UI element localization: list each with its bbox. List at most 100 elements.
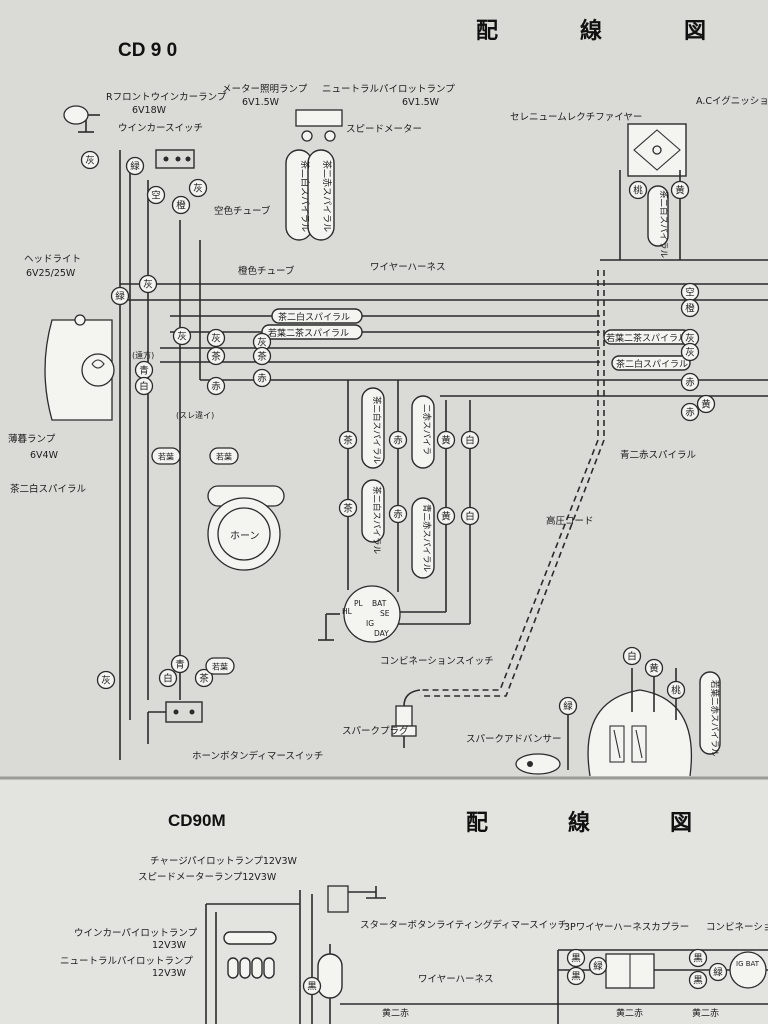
mid-tube-label-4: 青二赤スパイラル	[421, 504, 432, 573]
cs-terminal-bat: BAT	[372, 599, 387, 608]
selenium-rectifier	[627, 123, 687, 177]
wire-color-marker-yellow: 黄	[436, 506, 456, 526]
winker-pilot-label: ウインカーパイロットランプ	[74, 928, 198, 939]
bottom-title-char-3: 図	[670, 810, 692, 835]
wire-color-text: 空	[685, 287, 695, 299]
meter-lamp-label: メーター照明ランプ	[222, 84, 308, 95]
diagram-title-char-1: 配	[476, 18, 498, 43]
wire-color-marker-white: 白	[622, 646, 642, 666]
cs-terminal-pl: PL	[354, 599, 364, 608]
wire-color-text: 黄	[701, 399, 711, 411]
ac-ignition-label: A.Cイグニッション	[696, 95, 768, 107]
speedometer	[295, 109, 343, 142]
bat-ig-label: IG BAT	[736, 960, 760, 968]
hv-cord-label: 高圧コード	[546, 515, 594, 527]
wire-color-text: 白	[139, 381, 149, 393]
harness-coupler-label: 3Pワイヤーハーネスカプラー	[564, 922, 689, 933]
wire-color-text: 橙	[176, 200, 186, 212]
model-title-top: CD 9 0	[118, 40, 177, 61]
wire-color-text: 赤	[685, 378, 695, 389]
wire-color-text: 若葉	[216, 452, 232, 462]
wire-color-marker-black: 黒	[302, 976, 322, 996]
rectifier-label: セレニュームレクチファイヤー	[510, 112, 642, 123]
wire-color-marker-yellow: 黄	[436, 430, 456, 450]
wire-color-text: 若葉	[158, 452, 174, 462]
wire-harness-label-bottom: ワイヤーハーネス	[418, 974, 494, 985]
wire-color-text: 白	[163, 673, 173, 685]
wire-color-marker-lgreen: 若葉	[209, 447, 239, 465]
wire-color-text: 茶	[343, 503, 353, 515]
charge-lamp-label: チャージパイロットランプ12V3W	[150, 856, 297, 867]
headlight-label: ヘッドライト	[24, 254, 81, 265]
wire-color-text: 灰	[177, 331, 187, 343]
wire-color-text: 赤	[393, 436, 403, 447]
wire-color-marker-lgreen: 若葉	[151, 447, 181, 465]
wire-color-text: 赤	[685, 408, 695, 419]
diagram-title-char-2: 線	[580, 18, 602, 43]
wire-color-text: 灰	[193, 183, 203, 195]
combination-switch	[318, 585, 401, 643]
combination-switch-label: コンビネーションスイッチ	[380, 656, 494, 667]
starter-switch-label: スターターボタンライティングディマースイッチ	[360, 919, 567, 931]
horn	[207, 485, 285, 571]
wire-color-marker-peach: 桃	[628, 180, 648, 200]
wire-color-marker-green: 緑	[588, 956, 608, 976]
cs-terminal-se: SE	[380, 609, 390, 618]
neutral-pilot-label: ニュートラルパイロットランプ	[60, 956, 193, 967]
high-voltage-cord	[420, 270, 599, 691]
lgreen-brown-spiral-label-a: 若葉二茶スパイラル	[268, 327, 349, 339]
cs-terminal-day: DAY	[374, 629, 389, 638]
wire-color-marker-white: 白	[460, 430, 480, 450]
blue-red-spiral-label: 青二赤スパイラル	[620, 449, 697, 461]
ac-generator	[587, 668, 693, 777]
wire-color-marker-green: 緑	[125, 156, 145, 176]
wire-color-text: 黒	[307, 982, 317, 993]
wire-color-text: 黄	[675, 185, 685, 197]
winker-switch	[155, 149, 195, 169]
cs-terminal-ig: IG	[366, 619, 374, 628]
wire-color-text: 灰	[85, 155, 95, 167]
wire-color-text: 橙	[685, 303, 695, 315]
wire-color-text: 白	[465, 435, 475, 447]
wire-color-marker-gray: 灰	[680, 342, 700, 362]
wire-color-text: 黒	[693, 976, 703, 987]
bottom-wiring	[205, 885, 768, 1024]
spark-advancer-label: スパークアドバンサー	[466, 734, 561, 745]
wire-color-marker-peach: 桃	[666, 680, 686, 700]
wire-color-marker-brown: 茶	[206, 346, 226, 366]
winker-switch-label: ウインカースイッチ	[118, 123, 203, 134]
rectifier-tube	[647, 185, 669, 247]
wire-color-marker-green: 緑	[110, 286, 130, 306]
wire-color-marker-white: 白	[460, 506, 480, 526]
wire-color-marker-red: 赤	[252, 368, 272, 388]
horn-dimmer-label: ホーンボタンディマースイッチ	[192, 750, 323, 762]
horn-label: ホーン	[230, 530, 260, 542]
wire-color-marker-red: 赤	[680, 402, 700, 422]
wire-color-marker-gray: 灰	[138, 274, 158, 294]
wire-color-marker-yellow: 黄	[696, 394, 716, 414]
wire-color-text: 緑	[115, 291, 125, 303]
tube-label-1: 茶二白スパイラル	[299, 160, 311, 232]
yellow-red-label-c: 黄二赤	[692, 1007, 719, 1019]
wire-color-marker-sky: 空	[146, 185, 166, 205]
wire-color-text: 灰	[143, 279, 153, 291]
far-note: (遠方)	[132, 350, 154, 360]
harness-wires	[119, 150, 768, 760]
wire-color-markers: 灰緑空橙灰灰緑灰灰灰茶茶赤赤青白空橙灰灰赤黄赤桃黄茶茶赤赤黄黄白白白黄桃緑灰白青…	[80, 150, 716, 716]
wire-color-marker-white: 白	[158, 668, 178, 688]
wire-color-text: 黄	[441, 511, 451, 523]
wire-color-text: 赤	[257, 374, 267, 385]
horn-dimmer-switch	[147, 701, 203, 744]
bottom-title-char-2: 線	[568, 810, 590, 835]
headlight	[44, 314, 115, 421]
neutral-lamp-spec: 6V1.5W	[402, 97, 440, 108]
wire-color-text: 緑	[713, 967, 723, 979]
wire-color-text: 黄	[441, 435, 451, 447]
wire-color-text: 白	[465, 511, 475, 523]
neutral-lamp-label: ニュートラルパイロットランプ	[322, 84, 455, 95]
wire-color-text: 白	[627, 651, 637, 663]
front-winker-label: Rフロントウインカーランプ	[106, 92, 227, 103]
diagram-title-char-3: 図	[684, 18, 706, 43]
